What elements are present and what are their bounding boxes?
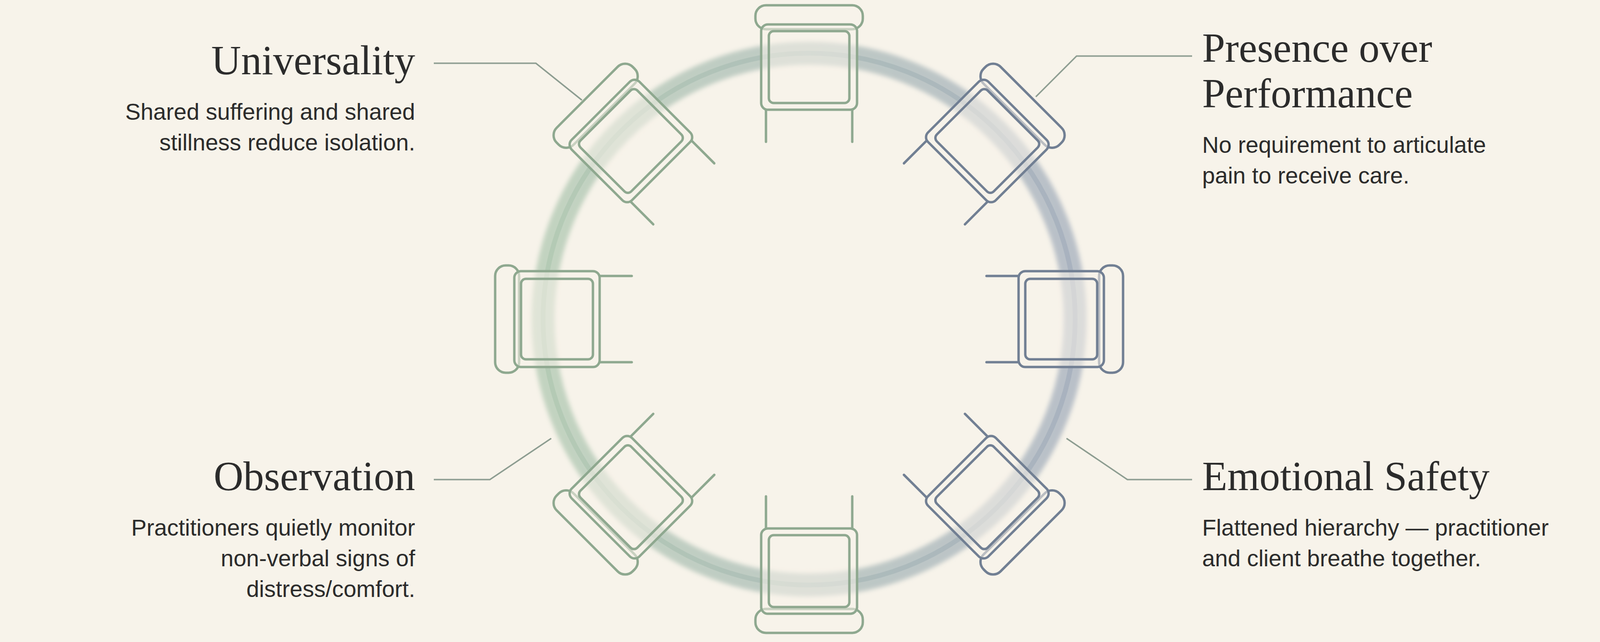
callout: ObservationPractitioners quietly monitor…	[0, 453, 416, 605]
chair	[495, 265, 632, 373]
callout-heading: Emotional Safety	[1202, 453, 1600, 500]
leader-line	[1066, 438, 1193, 480]
callout-heading: Presence over Performance	[1202, 25, 1514, 117]
ring-core	[543, 53, 1076, 586]
leader-line	[433, 438, 552, 480]
chair	[896, 406, 1069, 580]
callout-body: Flattened hierarchy — practitioner and c…	[1202, 512, 1572, 575]
chair	[986, 265, 1124, 373]
callout-body: Practitioners quietly monitor non-verbal…	[89, 512, 416, 605]
callout: UniversalityShared suffering and shared …	[0, 37, 416, 159]
callout: Emotional SafetyFlattened hierarchy — pr…	[1202, 453, 1600, 575]
chair	[549, 59, 722, 232]
callout-heading: Observation	[0, 453, 416, 500]
leader-line	[1035, 56, 1193, 97]
callout: Presence over Performance No requirement …	[1202, 25, 1514, 192]
callout-body: Shared suffering and shared stillness re…	[89, 96, 416, 159]
leader-line	[433, 63, 582, 101]
chair	[896, 59, 1069, 232]
chair	[755, 5, 863, 142]
chair	[755, 496, 863, 634]
callout-heading: Universality	[0, 37, 416, 84]
ring	[543, 53, 1076, 586]
chair	[549, 406, 722, 580]
callout-body: No requirement to articulate pain to rec…	[1202, 129, 1514, 192]
